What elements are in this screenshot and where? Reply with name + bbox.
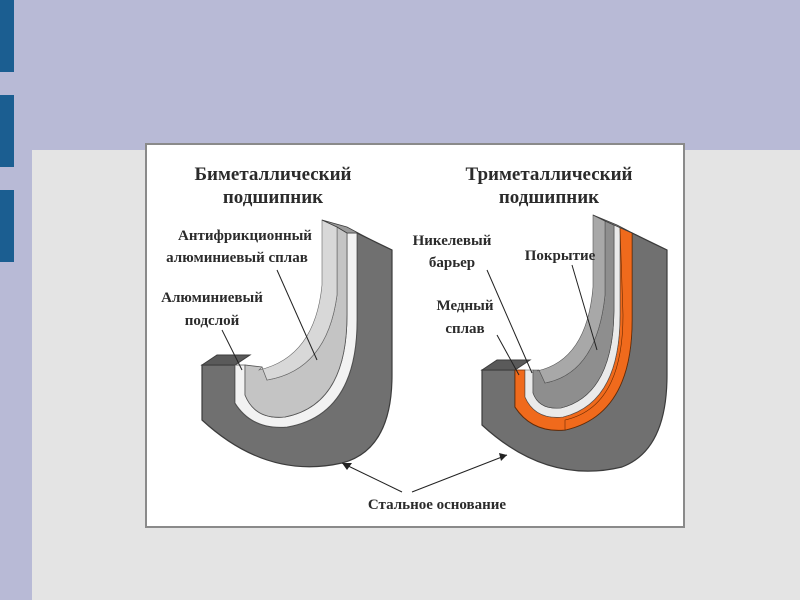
title-trimetallic: Триметаллический [466,164,633,185]
trimetal-top-edge [592,214,668,251]
header-band [0,0,800,150]
label-steel-base: Стальное основание [368,497,507,513]
title-trimetallic-2: подшипник [499,187,599,208]
title-bimetallic-2: подшипник [223,187,323,208]
label-nickel-2: барьер [429,255,475,271]
side-tab-2 [0,95,14,167]
label-copper-2: сплав [445,321,484,337]
bearing-diagram: Биметаллический подшипник Триметаллическ… [161,164,668,513]
bimetal-steel-face [200,354,252,366]
side-tab-1 [0,0,14,72]
arrowhead-steel-left [342,463,352,470]
label-copper: Медный [436,298,493,314]
leader-sublayer [221,329,243,371]
trimetal-coating [564,226,633,431]
leader-copper [496,334,520,376]
title-bimetallic: Биметаллический [194,164,351,185]
leader-coating [571,264,598,351]
label-coating: Покрытие [525,248,596,264]
label-antifriction: Антифрикционный [178,228,312,244]
label-sublayer: Алюминиевый [161,290,263,306]
trimetal-steel-face [480,359,532,371]
label-antifriction-2: алюминиевый сплав [166,250,308,266]
bimetallic-bearing [200,219,393,468]
leader-lines [221,264,598,493]
arrowhead-steel-right [499,453,507,461]
side-tab-3 [0,190,14,262]
bearing-figure: Биметаллический подшипник Триметаллическ… [145,143,685,528]
trimetallic-bearing [480,214,668,472]
label-nickel: Никелевый [413,233,492,249]
bimetal-top-edge [321,219,393,251]
leader-steel-right [411,454,508,493]
label-sublayer-2: подслой [185,313,240,329]
leader-steel-left [341,462,403,493]
leader-nickel [486,269,533,374]
leader-antifriction [276,269,318,361]
